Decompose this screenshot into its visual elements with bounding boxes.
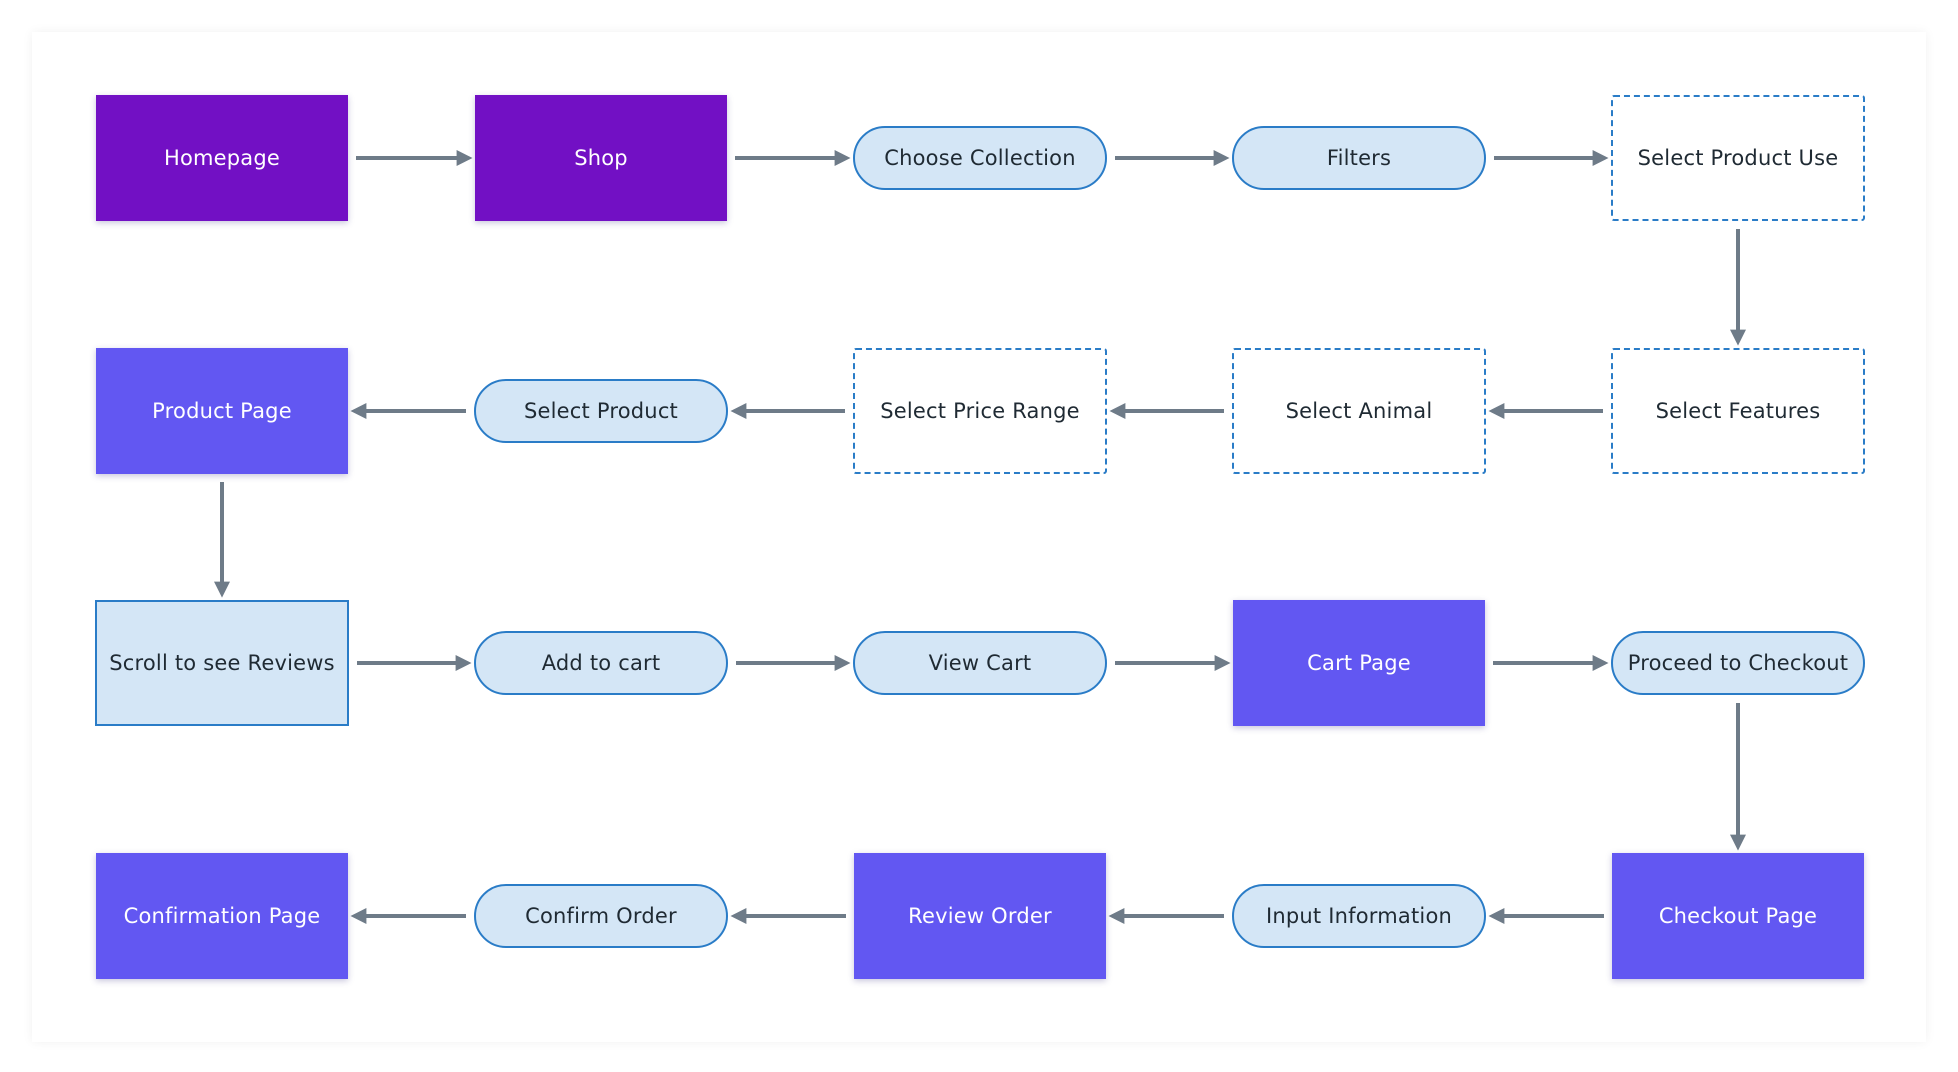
node-select-product[interactable]: Select Product xyxy=(474,379,728,443)
node-confirm-order[interactable]: Confirm Order xyxy=(474,884,728,948)
node-label: Confirm Order xyxy=(525,904,677,928)
node-label: Shop xyxy=(574,146,628,170)
node-label: Select Product Use xyxy=(1637,146,1839,170)
node-proceed-to-checkout[interactable]: Proceed to Checkout xyxy=(1611,631,1865,695)
node-view-cart[interactable]: View Cart xyxy=(853,631,1107,695)
node-label: Product Page xyxy=(152,399,292,423)
node-product-page[interactable]: Product Page xyxy=(96,348,348,474)
node-choose-collection[interactable]: Choose Collection xyxy=(853,126,1107,190)
node-label: Confirmation Page xyxy=(123,904,321,928)
node-label: Scroll to see Reviews xyxy=(109,651,335,675)
node-label: Review Order xyxy=(908,904,1052,928)
node-cart-page[interactable]: Cart Page xyxy=(1233,600,1485,726)
node-label: Select Product xyxy=(524,399,678,423)
node-label: Select Features xyxy=(1655,399,1821,423)
node-input-information[interactable]: Input Information xyxy=(1232,884,1486,948)
node-filters[interactable]: Filters xyxy=(1232,126,1486,190)
node-label: Choose Collection xyxy=(884,146,1076,170)
node-label: Select Animal xyxy=(1285,399,1433,423)
node-scroll-reviews[interactable]: Scroll to see Reviews xyxy=(95,600,349,726)
node-label: Filters xyxy=(1326,146,1392,170)
node-select-product-use[interactable]: Select Product Use xyxy=(1611,95,1865,221)
node-select-features[interactable]: Select Features xyxy=(1611,348,1865,474)
node-label: Checkout Page xyxy=(1658,904,1818,928)
node-label: Cart Page xyxy=(1307,651,1411,675)
node-label: View Cart xyxy=(928,651,1032,675)
node-confirmation-page[interactable]: Confirmation Page xyxy=(96,853,348,979)
node-select-price-range[interactable]: Select Price Range xyxy=(853,348,1107,474)
node-review-order[interactable]: Review Order xyxy=(854,853,1106,979)
node-add-to-cart[interactable]: Add to cart xyxy=(474,631,728,695)
node-label: Proceed to Checkout xyxy=(1627,651,1849,675)
node-checkout-page[interactable]: Checkout Page xyxy=(1612,853,1864,979)
node-select-animal[interactable]: Select Animal xyxy=(1232,348,1486,474)
node-shop[interactable]: Shop xyxy=(475,95,727,221)
node-homepage[interactable]: Homepage xyxy=(96,95,348,221)
node-label: Input Information xyxy=(1265,904,1452,928)
node-label: Add to cart xyxy=(541,651,661,675)
node-label: Select Price Range xyxy=(880,399,1080,423)
node-label: Homepage xyxy=(163,146,281,170)
